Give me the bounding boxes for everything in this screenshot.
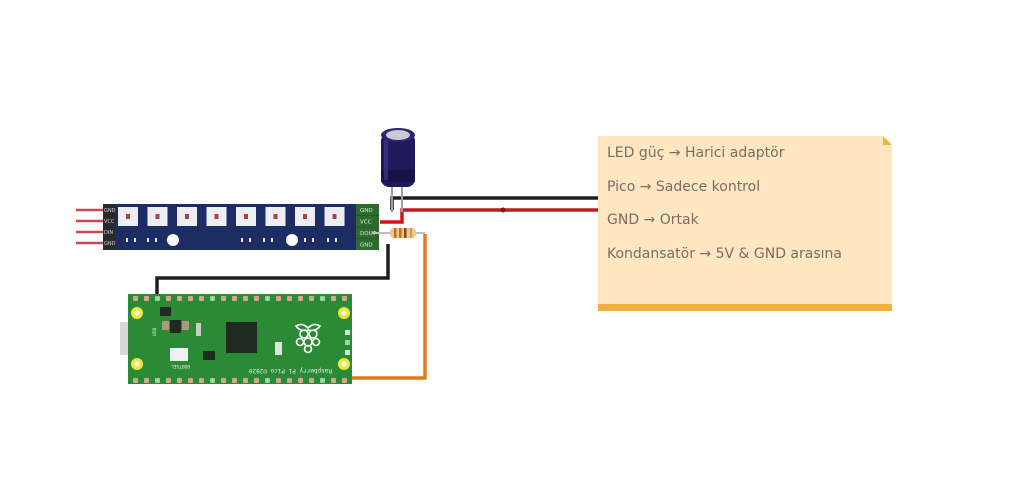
pico-pin-bottom-5[interactable] xyxy=(177,378,182,383)
pico-pin-bottom-20[interactable] xyxy=(342,378,347,383)
pico-pin-bottom-8[interactable] xyxy=(210,378,215,383)
pico-pin-top-2[interactable] xyxy=(144,296,149,301)
pico-pin-bottom-12[interactable] xyxy=(254,378,259,383)
pico-pin-bottom-14[interactable] xyxy=(276,378,281,383)
capacitor[interactable] xyxy=(381,128,415,212)
pico-silkscreen: Raspberry Pi Pico ©2020 xyxy=(249,367,332,374)
led-2 xyxy=(147,207,168,226)
wire-gnd-external[interactable] xyxy=(390,196,598,210)
note-line-gnd-common: GND → Ortak xyxy=(607,212,699,228)
led-3 xyxy=(177,207,197,226)
right-pin-vcc: VCC xyxy=(360,220,372,226)
sticky-note[interactable]: LED güç → Harici adaptör Pico → Sadece k… xyxy=(598,136,892,311)
pico-pin-top-1[interactable] xyxy=(133,296,138,301)
right-pin-gnd-1: GND xyxy=(360,208,373,214)
pico-pin-top-14[interactable] xyxy=(276,296,281,301)
pico-pin-top-18[interactable] xyxy=(320,296,325,301)
mounting-hole xyxy=(286,234,298,246)
led-5 xyxy=(236,207,256,226)
bootsel-button[interactable] xyxy=(170,348,188,361)
wire-data[interactable] xyxy=(348,234,427,380)
left-pin-vcc: VCC xyxy=(104,219,115,225)
pico-pin-bottom-13[interactable] xyxy=(265,378,270,383)
pico-pin-bottom-15[interactable] xyxy=(287,378,292,383)
pico-pin-bottom-1[interactable] xyxy=(133,378,138,383)
wire-joint xyxy=(500,207,506,213)
pico-pin-top-7[interactable] xyxy=(199,296,204,301)
bootsel-label: BOOTSEL xyxy=(171,363,190,369)
pico-pin-top-12[interactable] xyxy=(254,296,259,301)
led-8 xyxy=(324,207,345,226)
led-6 xyxy=(265,207,286,226)
rp2040-chip xyxy=(226,322,257,353)
note-line-pico-control: Pico → Sadece kontrol xyxy=(607,179,761,195)
debug-pin-3[interactable] xyxy=(345,350,350,355)
pico-pin-top-13[interactable] xyxy=(265,296,270,301)
left-pin-gnd-1: GND xyxy=(104,208,116,214)
led-7 xyxy=(295,207,315,226)
pico-pin-bottom-11[interactable] xyxy=(243,378,248,383)
note-line-led-power: LED güç → Harici adaptör xyxy=(607,145,785,161)
pico-pin-bottom-17[interactable] xyxy=(309,378,314,383)
right-pin-gnd-2: GND xyxy=(360,243,373,249)
pico-pin-bottom-6[interactable] xyxy=(188,378,193,383)
pico-pin-top-10[interactable] xyxy=(232,296,237,301)
pico-pin-top-11[interactable] xyxy=(243,296,248,301)
wire-vcc-external[interactable] xyxy=(380,208,598,224)
mounting-hole xyxy=(167,234,179,246)
left-header-pins xyxy=(76,208,105,245)
led-1 xyxy=(118,207,138,226)
pico-pin-bottom-7[interactable] xyxy=(199,378,204,383)
debug-pin-2[interactable] xyxy=(345,340,350,345)
pico-pin-top-19[interactable] xyxy=(331,296,336,301)
pico-pin-bottom-10[interactable] xyxy=(232,378,237,383)
pico-pin-top-15[interactable] xyxy=(287,296,292,301)
pico-pin-top-5[interactable] xyxy=(177,296,182,301)
pico-pin-bottom-19[interactable] xyxy=(331,378,336,383)
pico-pin-bottom-16[interactable] xyxy=(298,378,303,383)
led-row xyxy=(118,207,345,226)
smd-pads xyxy=(126,238,337,242)
pico-pins xyxy=(133,296,350,383)
pico-pin-bottom-18[interactable] xyxy=(320,378,325,383)
pico-pin-bottom-3[interactable] xyxy=(155,378,160,383)
right-pin-dout: DOUT xyxy=(360,231,377,237)
wire-gnd-pico[interactable] xyxy=(155,244,390,298)
note-line-capacitor: Kondansatör → 5V & GND arasına xyxy=(607,246,842,262)
raspberry-logo-icon xyxy=(294,323,322,354)
pico-pin-bottom-4[interactable] xyxy=(166,378,171,383)
pico-pin-top-4[interactable] xyxy=(166,296,171,301)
pico-pin-top-8[interactable] xyxy=(210,296,215,301)
pico-pin-top-6[interactable] xyxy=(188,296,193,301)
pico-pin-top-9[interactable] xyxy=(221,296,226,301)
pico-pin-top-16[interactable] xyxy=(298,296,303,301)
usb-label: USB xyxy=(152,328,158,336)
led-4 xyxy=(206,207,227,226)
pico-pin-top-3[interactable] xyxy=(155,296,160,301)
resistor[interactable] xyxy=(380,228,425,238)
note-fold xyxy=(883,136,892,145)
pico-pin-bottom-2[interactable] xyxy=(144,378,149,383)
left-pin-din: DIN xyxy=(104,230,113,236)
raspberry-pi-pico[interactable]: Raspberry Pi Pico ©2020 BOOTSEL USB xyxy=(120,294,352,384)
pico-pin-top-20[interactable] xyxy=(342,296,347,301)
pico-pin-top-17[interactable] xyxy=(309,296,314,301)
left-pin-gnd-2: GND xyxy=(104,241,116,247)
pico-pin-bottom-9[interactable] xyxy=(221,378,226,383)
led-strip[interactable]: GND VCC DIN GND GND VCC DOUT GND xyxy=(76,204,380,250)
debug-pin-1[interactable] xyxy=(345,330,350,335)
